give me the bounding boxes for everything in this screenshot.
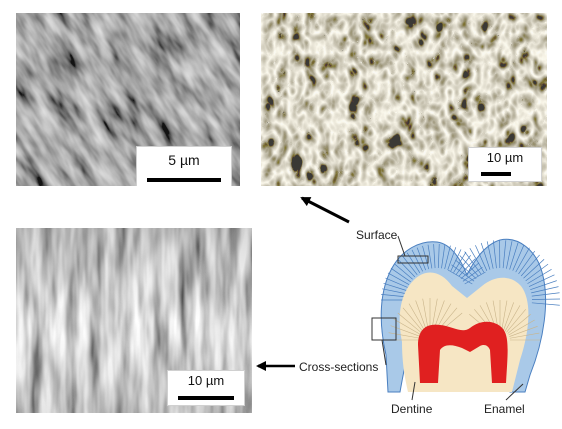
rod-line [416, 247, 426, 271]
scale-bar-line [178, 396, 234, 400]
leader-cross-section [381, 339, 387, 366]
rod-line [393, 318, 422, 336]
rod-line [408, 303, 426, 332]
rod-line [382, 288, 406, 294]
rod-line [528, 274, 555, 287]
scale-bar-top-left: 5 µm [136, 146, 232, 186]
rod-line [402, 307, 424, 333]
rod-line [437, 244, 440, 269]
leader-dentine [411, 381, 416, 401]
rod-line [444, 245, 451, 270]
rod-line [527, 269, 552, 284]
cross-section-sample-box [371, 317, 397, 341]
rod-line [507, 314, 531, 334]
rod-line [387, 272, 410, 285]
rod-line [394, 263, 413, 280]
rod-line [381, 294, 406, 298]
arrow-surface [300, 196, 350, 224]
rod-line [447, 247, 457, 270]
rod-line [462, 266, 483, 282]
scale-bar-top-right: 10 µm [468, 147, 542, 182]
label-surface: Surface [356, 228, 398, 242]
rod-line [451, 264, 475, 282]
rod-line [459, 255, 479, 277]
rod-line [509, 332, 540, 339]
pulp-chamber [418, 321, 508, 383]
rod-line [455, 255, 471, 275]
rod-line [383, 283, 407, 291]
rod-line [441, 244, 446, 269]
rod-line [385, 277, 408, 288]
rod-line [502, 240, 507, 269]
rod-line [531, 286, 559, 294]
rod-line [520, 254, 540, 277]
scale-label: 10 µm [187, 373, 225, 388]
rod-line [464, 251, 482, 275]
rod-line [509, 242, 519, 270]
enamel-rods [381, 239, 560, 306]
rod-line [469, 247, 485, 273]
label-dentine: Dentine [391, 402, 433, 416]
rod-line [427, 244, 433, 269]
rod-line [397, 259, 416, 278]
rod-line [503, 302, 514, 331]
micrograph-enamel-surface: 10 µm [261, 13, 547, 186]
rod-line [390, 267, 411, 283]
rod-line [402, 255, 418, 276]
rod-line [512, 244, 525, 271]
rod-line [506, 309, 526, 333]
rod-line [422, 245, 430, 270]
rod-line [475, 245, 488, 271]
scale-bar-line [481, 172, 511, 176]
label-cross-sections: Cross-sections [299, 360, 379, 374]
rod-line [518, 250, 536, 275]
rod-line [433, 244, 436, 269]
rod-line [411, 249, 424, 272]
rod-line [530, 280, 557, 290]
rod-line [504, 305, 521, 332]
rod-line [415, 300, 427, 331]
rod-line [455, 259, 477, 279]
rod-line [460, 262, 480, 280]
micrograph-enamel-fibrous: 5 µm [16, 13, 240, 186]
rod-line [531, 302, 560, 306]
rod-line [501, 300, 508, 331]
micrograph-enamel-cross-section: 10 µm [16, 228, 252, 413]
rod-line [506, 241, 513, 269]
scale-label: 10 µm [486, 150, 524, 165]
rod-line [453, 251, 467, 273]
scale-bar-bottom-left: 10 µm [167, 370, 245, 406]
rod-line [508, 319, 535, 336]
rod-line [531, 292, 560, 297]
rod-line [515, 247, 530, 273]
rod-line [509, 326, 538, 337]
rod-line [525, 263, 549, 282]
rod-line [480, 242, 491, 270]
scale-bar-line [147, 178, 221, 182]
rod-line [447, 269, 473, 285]
rod-line [422, 298, 429, 331]
rod-line [397, 312, 423, 334]
rod-line [486, 241, 494, 269]
rod-line [388, 332, 421, 339]
leader-enamel [505, 383, 524, 401]
label-enamel: Enamel [484, 402, 525, 416]
surface-sample-box [397, 255, 429, 264]
rod-line [523, 259, 545, 279]
scale-label: 5 µm [168, 152, 200, 168]
rod-line [493, 240, 497, 269]
leader-surface [397, 235, 406, 257]
